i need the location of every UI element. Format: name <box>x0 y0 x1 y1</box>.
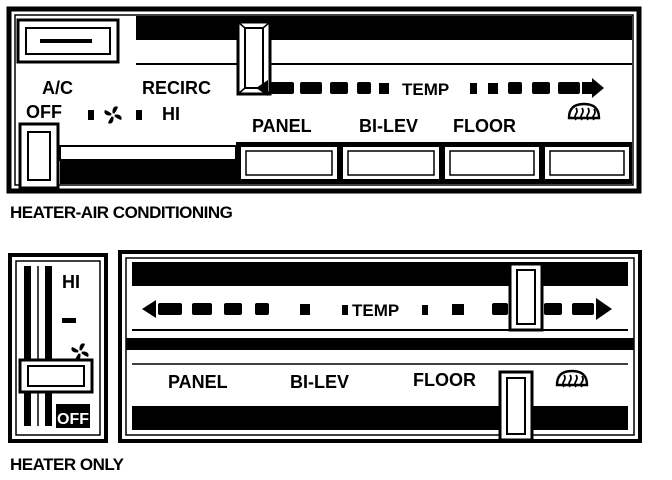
temp-scale: TEMP <box>256 78 604 99</box>
temp-slider-knob[interactable] <box>236 20 272 96</box>
hi-label: HI <box>162 104 180 124</box>
fan-speed-lever[interactable] <box>18 122 60 190</box>
mode-label-panel-heater: PANEL <box>168 372 228 392</box>
mode-button-2[interactable] <box>341 145 441 181</box>
heater-only-panel: HI OFF TEMP <box>8 250 642 443</box>
temp-label: TEMP <box>402 80 449 99</box>
mode-label-floor-heater: FLOOR <box>413 370 476 390</box>
fan-speed-lever-heater[interactable] <box>18 358 94 394</box>
mode-label-panel: PANEL <box>252 116 312 136</box>
heater-ac-panel: A/C RECIRC OFF HI TEMP PANEL BI-LEV FLOO… <box>6 6 642 194</box>
ac-label: A/C <box>42 78 73 98</box>
heater-only-caption: HEATER ONLY <box>10 455 124 474</box>
off-label: OFF <box>26 102 62 122</box>
mode-label-floor: FLOOR <box>453 116 516 136</box>
mode-button-4[interactable] <box>543 145 631 181</box>
temp-scale-heater: TEMP <box>142 298 612 320</box>
temp-label-heater: TEMP <box>352 301 399 320</box>
temp-slider-knob-heater[interactable] <box>508 262 544 332</box>
heater-ac-caption: HEATER-AIR CONDITIONING <box>10 203 233 222</box>
recirc-label: RECIRC <box>142 78 211 98</box>
mode-button-1[interactable] <box>239 145 339 181</box>
mode-label-bilev-heater: BI-LEV <box>290 372 349 392</box>
mode-label-bilev: BI-LEV <box>359 116 418 136</box>
hi-label-heater: HI <box>62 272 80 292</box>
mode-button-3[interactable] <box>443 145 541 181</box>
off-label-heater: OFF <box>57 411 89 428</box>
mode-lever-knob-heater[interactable] <box>498 370 534 442</box>
